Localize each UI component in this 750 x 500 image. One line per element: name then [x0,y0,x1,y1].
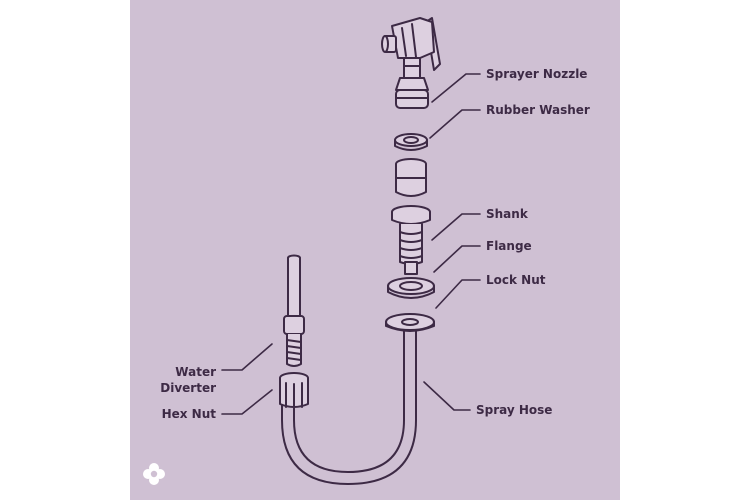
quatrefoil-logo-icon [143,463,165,485]
coupling-sleeve [395,158,427,197]
spray-hose [281,329,417,485]
leader-sprayer-nozzle [431,73,481,103]
diagram-canvas: Sprayer Nozzle Rubber Washer Shank Flang… [130,0,620,500]
label-rubber-washer: Rubber Washer [486,103,590,117]
leader-lock-nut [435,279,481,309]
leader-flange [433,245,481,273]
label-hex-nut: Hex Nut [162,407,217,421]
label-sprayer-nozzle: Sprayer Nozzle [486,67,587,81]
shank [391,205,431,275]
leader-shank [431,213,481,241]
rubber-washer [394,133,428,151]
lock-nut [385,313,435,332]
label-flange: Flange [486,239,532,253]
label-spray-hose: Spray Hose [476,403,552,417]
leader-water-diverter [221,343,273,371]
label-lock-nut: Lock Nut [486,273,546,287]
flange [387,277,435,299]
leader-rubber-washer [429,109,481,139]
label-water: Water [175,365,216,379]
leader-hex-nut [221,389,273,415]
hex-nut [279,372,309,410]
leader-spray-hose [423,381,471,411]
label-shank: Shank [486,207,529,221]
water-diverter [283,254,305,367]
leader-lines [221,73,481,415]
label-diverter: Diverter [160,381,216,395]
sprayer-nozzle [381,17,441,109]
sprayer-exploded-diagram: Sprayer Nozzle Rubber Washer Shank Flang… [143,17,590,485]
